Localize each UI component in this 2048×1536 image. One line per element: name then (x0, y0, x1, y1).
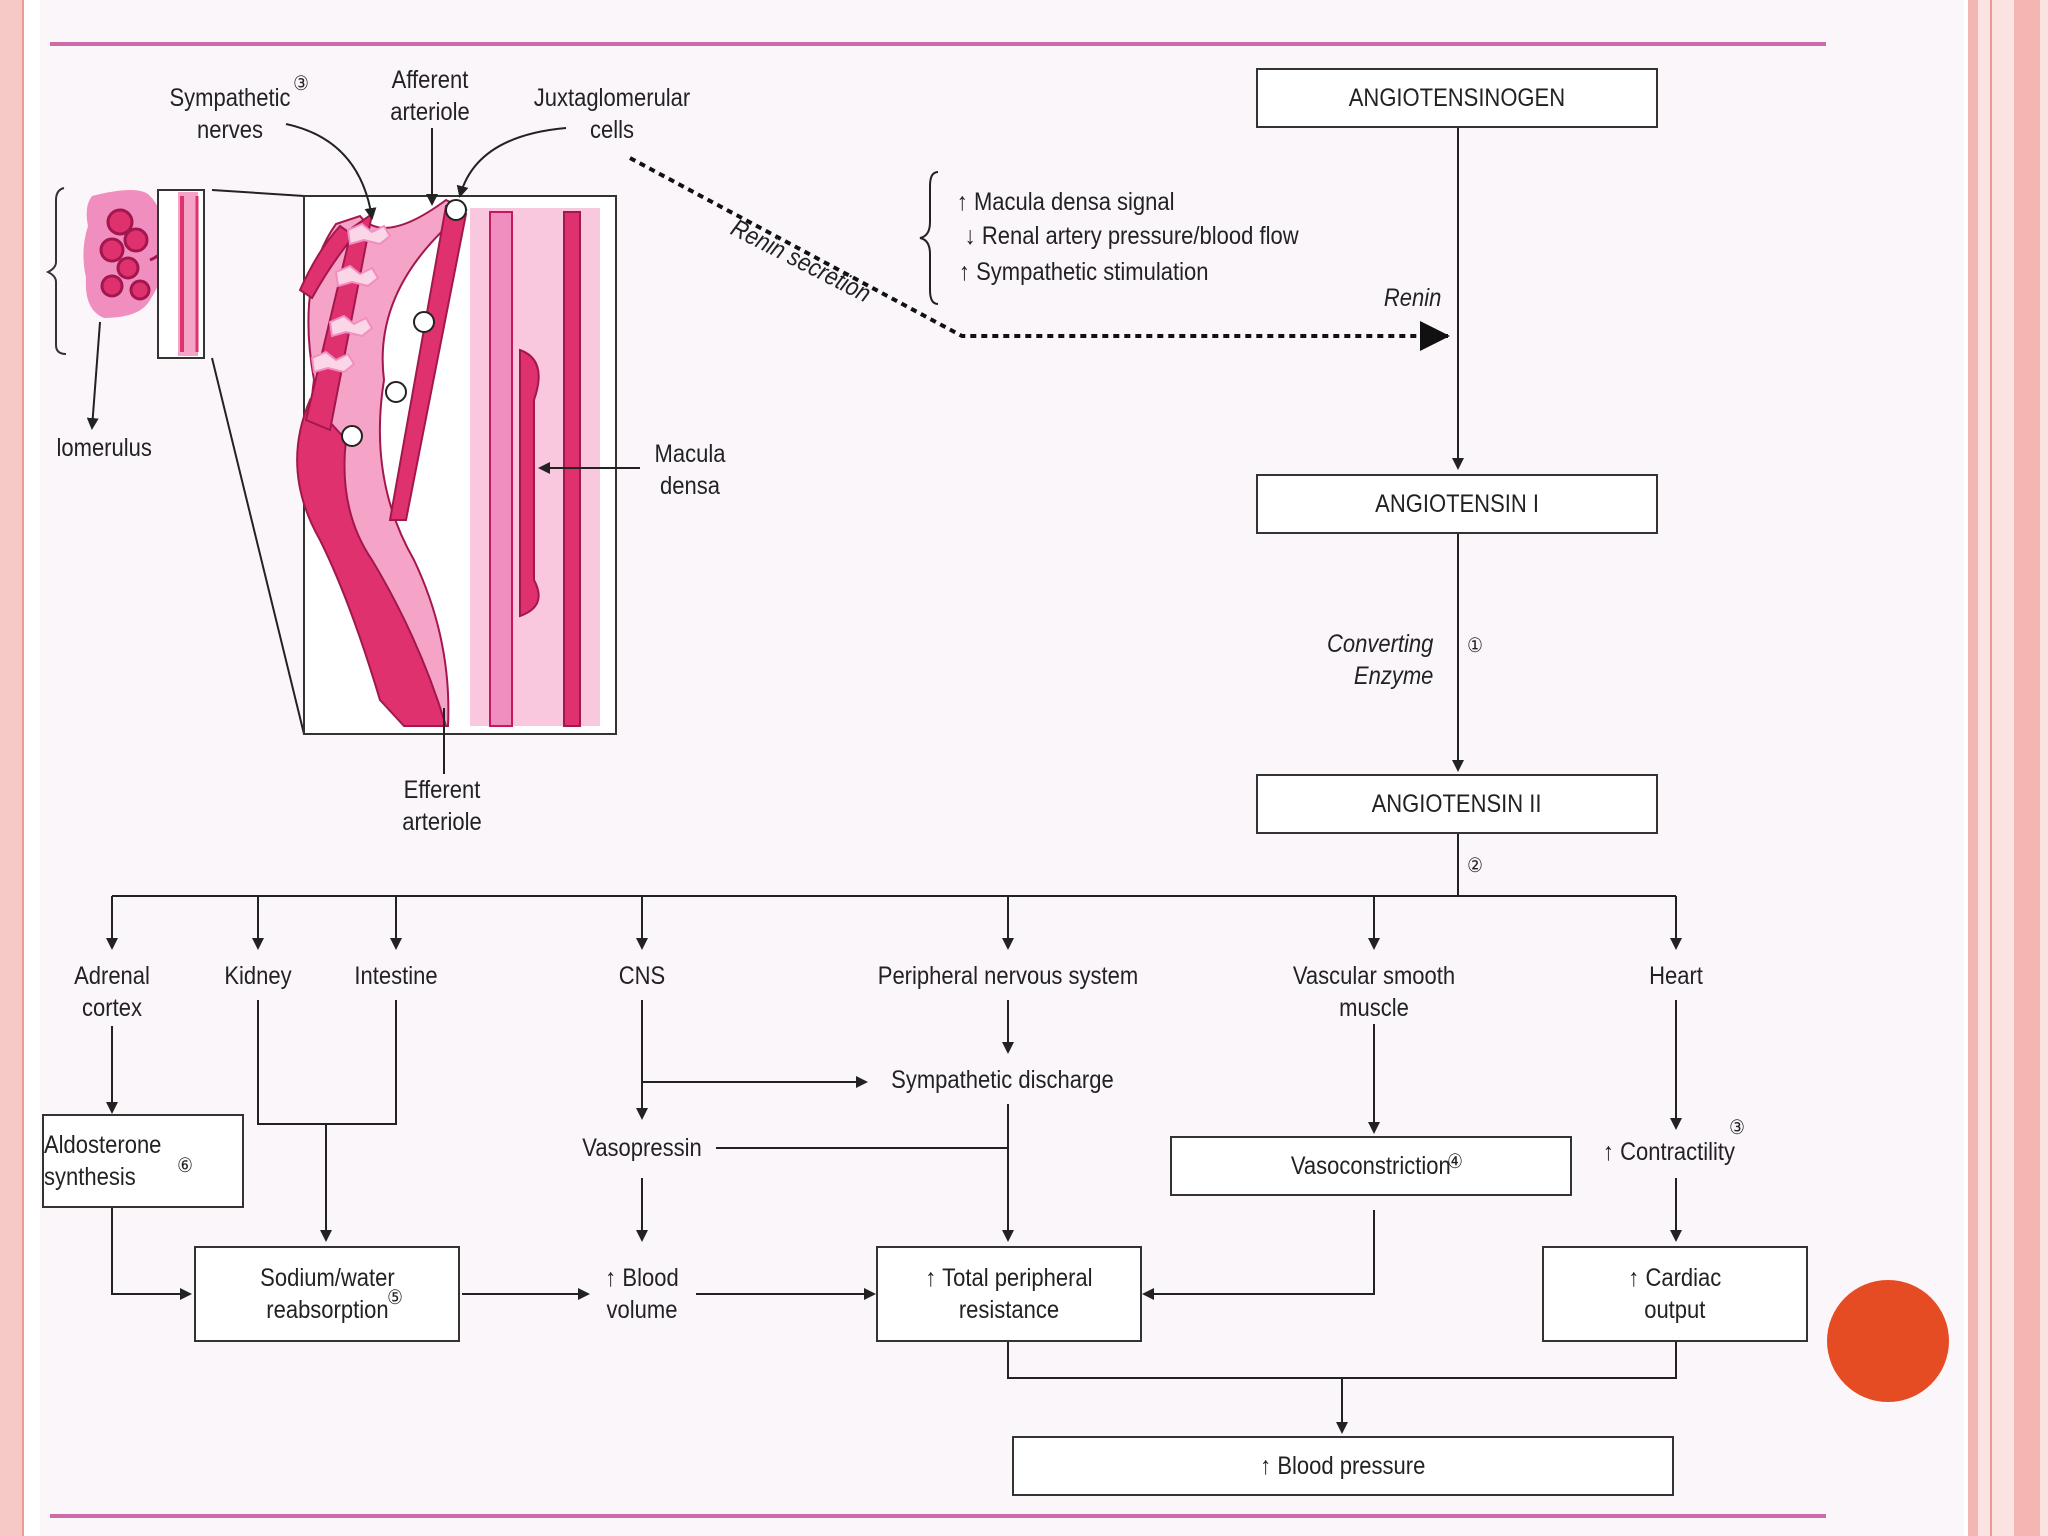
glomerulus-capillaries (99, 208, 170, 301)
vasoconstriction-box: Vasoconstriction (1170, 1136, 1572, 1196)
angiotensinogen-text: ANGIOTENSINOGEN (1348, 84, 1566, 112)
branch-drops (106, 896, 1682, 950)
aldosterone-marker: ⑥ (177, 1155, 193, 1177)
glomerulus-label: lomerulus (56, 434, 152, 462)
sympathetic-pointer (285, 123, 377, 220)
target-adrenal-cortex: Adrenal cortex (74, 962, 150, 1022)
sodium-water-box: Sodium/water reabsorption (194, 1246, 460, 1342)
angiotensin-i-text: ANGIOTENSIN I (1375, 490, 1539, 518)
right-frame-band (1968, 0, 1978, 1536)
target-heart: Heart (1649, 962, 1703, 990)
top-rule (50, 42, 1826, 46)
aldosterone-box: Aldosterone synthesis (42, 1114, 244, 1208)
stimulus-renal-pressure: ↓ Renal artery pressure/blood flow (964, 222, 1299, 250)
effect-connectors (106, 1000, 1682, 1434)
juxtaglomerular-cells-label: Juxtaglomerular cells (533, 84, 691, 144)
sodium-water-text: Sodium/water reabsorption (259, 1264, 395, 1324)
sympathetic-nerves-label: Sympathetic nerves (169, 84, 291, 144)
blood-pressure-text: ↑ Blood pressure (1260, 1452, 1426, 1480)
blood-volume-label: ↑ Blood volume (605, 1264, 679, 1324)
stimulus-sympathetic: ↑ Sympathetic stimulation (959, 258, 1209, 286)
target-kidney: Kidney (224, 962, 292, 990)
contractility-marker: ③ (1729, 1117, 1745, 1139)
angiotensin-ii-box: ANGIOTENSIN II (1256, 774, 1658, 834)
vasoconstriction-text: Vasoconstriction (1291, 1152, 1451, 1180)
aldosterone-text: Aldosterone synthesis (44, 1131, 162, 1191)
right-frame-band-outer (2014, 0, 2040, 1536)
cardiac-output-box: ↑ Cardiac output (1542, 1246, 1808, 1342)
afferent-arteriole-label: Afferent arteriole (390, 66, 470, 126)
renin-secretion-path (629, 156, 1450, 351)
right-frame-line (1990, 0, 1992, 1536)
total-peripheral-resistance-box: ↑ Total peripheral resistance (876, 1246, 1142, 1342)
jg-cells-pointer (456, 127, 567, 198)
efferent-arteriole-label: Efferent arteriole (402, 776, 482, 836)
vasopressin-label: Vasopressin (582, 1134, 702, 1162)
efferent-wall (296, 398, 448, 727)
target-intestine: Intestine (354, 962, 438, 990)
converting-enzyme-marker: ① (1467, 635, 1483, 657)
jg-granules (341, 199, 467, 447)
sodium-water-marker: ⑤ (387, 1287, 403, 1309)
converting-enzyme-label: Converting Enzyme (1327, 630, 1434, 690)
nerve-terminals (310, 222, 392, 374)
contractility-label: ↑ Contractility (1603, 1138, 1736, 1166)
angiotensin-i-box: ANGIOTENSIN I (1256, 474, 1658, 534)
target-cns: CNS (618, 962, 666, 990)
branch-marker: ② (1467, 855, 1483, 877)
stimuli-brace (919, 171, 939, 305)
stimulus-macula-densa: ↑ Macula densa signal (956, 188, 1175, 216)
sympathetic-discharge-label: Sympathetic discharge (891, 1066, 1114, 1094)
left-frame-border (0, 0, 24, 1536)
angiotensinogen-box: ANGIOTENSINOGEN (1256, 68, 1658, 128)
macula-densa-cells (519, 348, 540, 618)
renin-label: Renin (1383, 284, 1442, 312)
cardiac-output-text: ↑ Cardiac output (1628, 1264, 1722, 1324)
glomerulus-bracket (45, 187, 67, 355)
sympathetic-marker: ③ (293, 73, 309, 95)
blood-pressure-box: ↑ Blood pressure (1012, 1436, 1674, 1496)
angiotensin-ii-text: ANGIOTENSIN II (1372, 790, 1542, 818)
juxtaglomerular-illustration (45, 123, 640, 774)
macula-densa-label: Macula densa (654, 440, 726, 500)
target-peripheral-nervous-system: Peripheral nervous system (877, 962, 1139, 990)
slide-accent-circle (1827, 1280, 1949, 1402)
right-frame-border (1968, 0, 2048, 1536)
bottom-rule (50, 1514, 1826, 1518)
target-vascular-smooth-muscle: Vascular smooth muscle (1292, 962, 1456, 1022)
tpr-text: ↑ Total peripheral resistance (925, 1264, 1093, 1324)
vasoconstriction-marker: ④ (1447, 1151, 1463, 1173)
glomerulus-pointer (86, 321, 101, 430)
